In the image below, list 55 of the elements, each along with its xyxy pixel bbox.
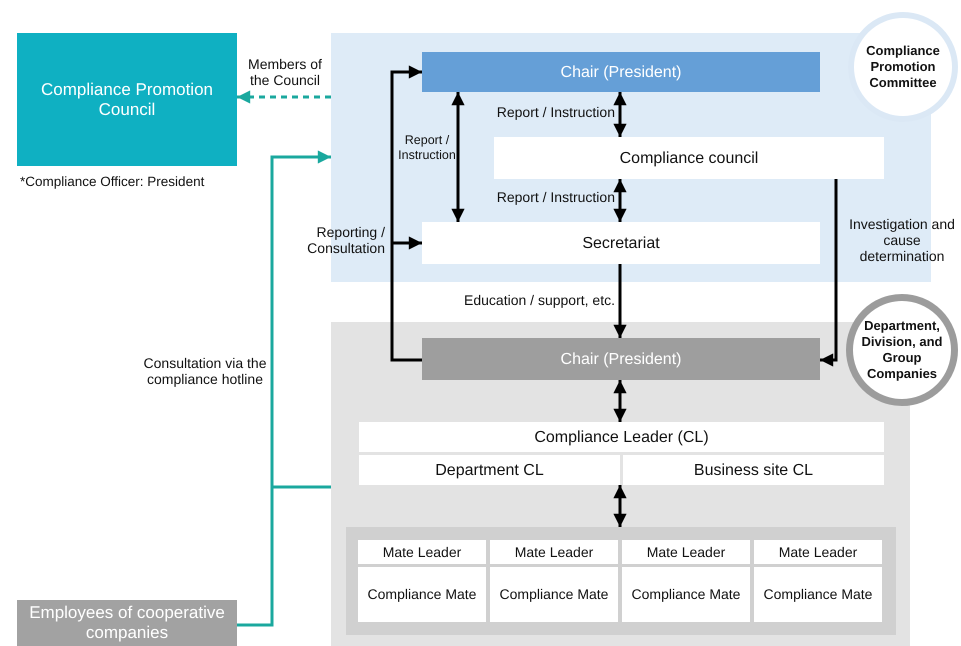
process-box bbox=[422, 222, 820, 264]
process-box bbox=[359, 422, 884, 452]
node-text: Compliance Promotion Council bbox=[40, 80, 214, 120]
mate-box bbox=[358, 567, 486, 622]
node-text: Compliance Mate bbox=[498, 586, 610, 603]
node-text: Compliance Mate bbox=[630, 586, 742, 603]
node-text: Employees of cooperative companies bbox=[28, 603, 226, 643]
process-box bbox=[494, 137, 884, 179]
node-text: Mate Leader bbox=[778, 544, 858, 560]
mate-box bbox=[622, 540, 750, 564]
arrow bbox=[613, 92, 627, 137]
arrow bbox=[237, 90, 331, 104]
edge-label: Report / Instruction bbox=[496, 104, 615, 120]
edge-label: Investigation and cause determination bbox=[848, 216, 956, 264]
arrow bbox=[613, 179, 627, 222]
mate-box bbox=[490, 540, 618, 564]
node-text: Compliance Mate bbox=[762, 586, 874, 603]
edge-label: Members of the Council bbox=[247, 56, 323, 88]
node-text: Compliance council bbox=[618, 148, 760, 168]
chair-box bbox=[422, 338, 820, 380]
node-text: Chair (President) bbox=[560, 62, 682, 82]
node-text: Compliance Promotion Committee bbox=[865, 43, 941, 91]
node-text: Compliance Leader (CL) bbox=[533, 428, 710, 446]
node-text: Mate Leader bbox=[514, 544, 594, 560]
edge-label: Report / Instruction bbox=[496, 189, 615, 205]
edge-label: Education / support, etc. bbox=[463, 292, 615, 308]
mate-box bbox=[490, 567, 618, 622]
node-text: Mate Leader bbox=[382, 544, 462, 560]
edge-label: Report / Instruction bbox=[398, 133, 456, 162]
node-text: Compliance Mate bbox=[366, 586, 478, 603]
mate-box bbox=[622, 567, 750, 622]
employees-box bbox=[17, 600, 237, 646]
node-text: Department, Division, and Group Companies bbox=[860, 318, 944, 382]
node-text: Business site CL bbox=[692, 460, 814, 480]
footnote: *Compliance Officer: President bbox=[20, 173, 204, 190]
node-text: Department CL bbox=[434, 460, 545, 480]
mate-box bbox=[754, 540, 882, 564]
arrow bbox=[613, 264, 627, 338]
chair-box bbox=[422, 52, 820, 92]
node-text: Mate Leader bbox=[646, 544, 726, 560]
arrow bbox=[613, 485, 627, 527]
mate-panel bbox=[346, 527, 896, 635]
arrow bbox=[820, 179, 838, 367]
process-box bbox=[359, 455, 620, 485]
arrow bbox=[613, 380, 627, 422]
mate-box bbox=[358, 540, 486, 564]
node-text: Chair (President) bbox=[560, 350, 682, 368]
council-box bbox=[17, 33, 237, 166]
process-box bbox=[623, 455, 884, 485]
arrow bbox=[451, 92, 465, 222]
edge-label: Consultation via the compliance hotline bbox=[142, 355, 268, 387]
node-text: Secretariat bbox=[581, 234, 661, 252]
connector-line bbox=[237, 486, 331, 626]
mate-box bbox=[754, 567, 882, 622]
edge-label: Reporting / Consultation bbox=[306, 224, 385, 256]
